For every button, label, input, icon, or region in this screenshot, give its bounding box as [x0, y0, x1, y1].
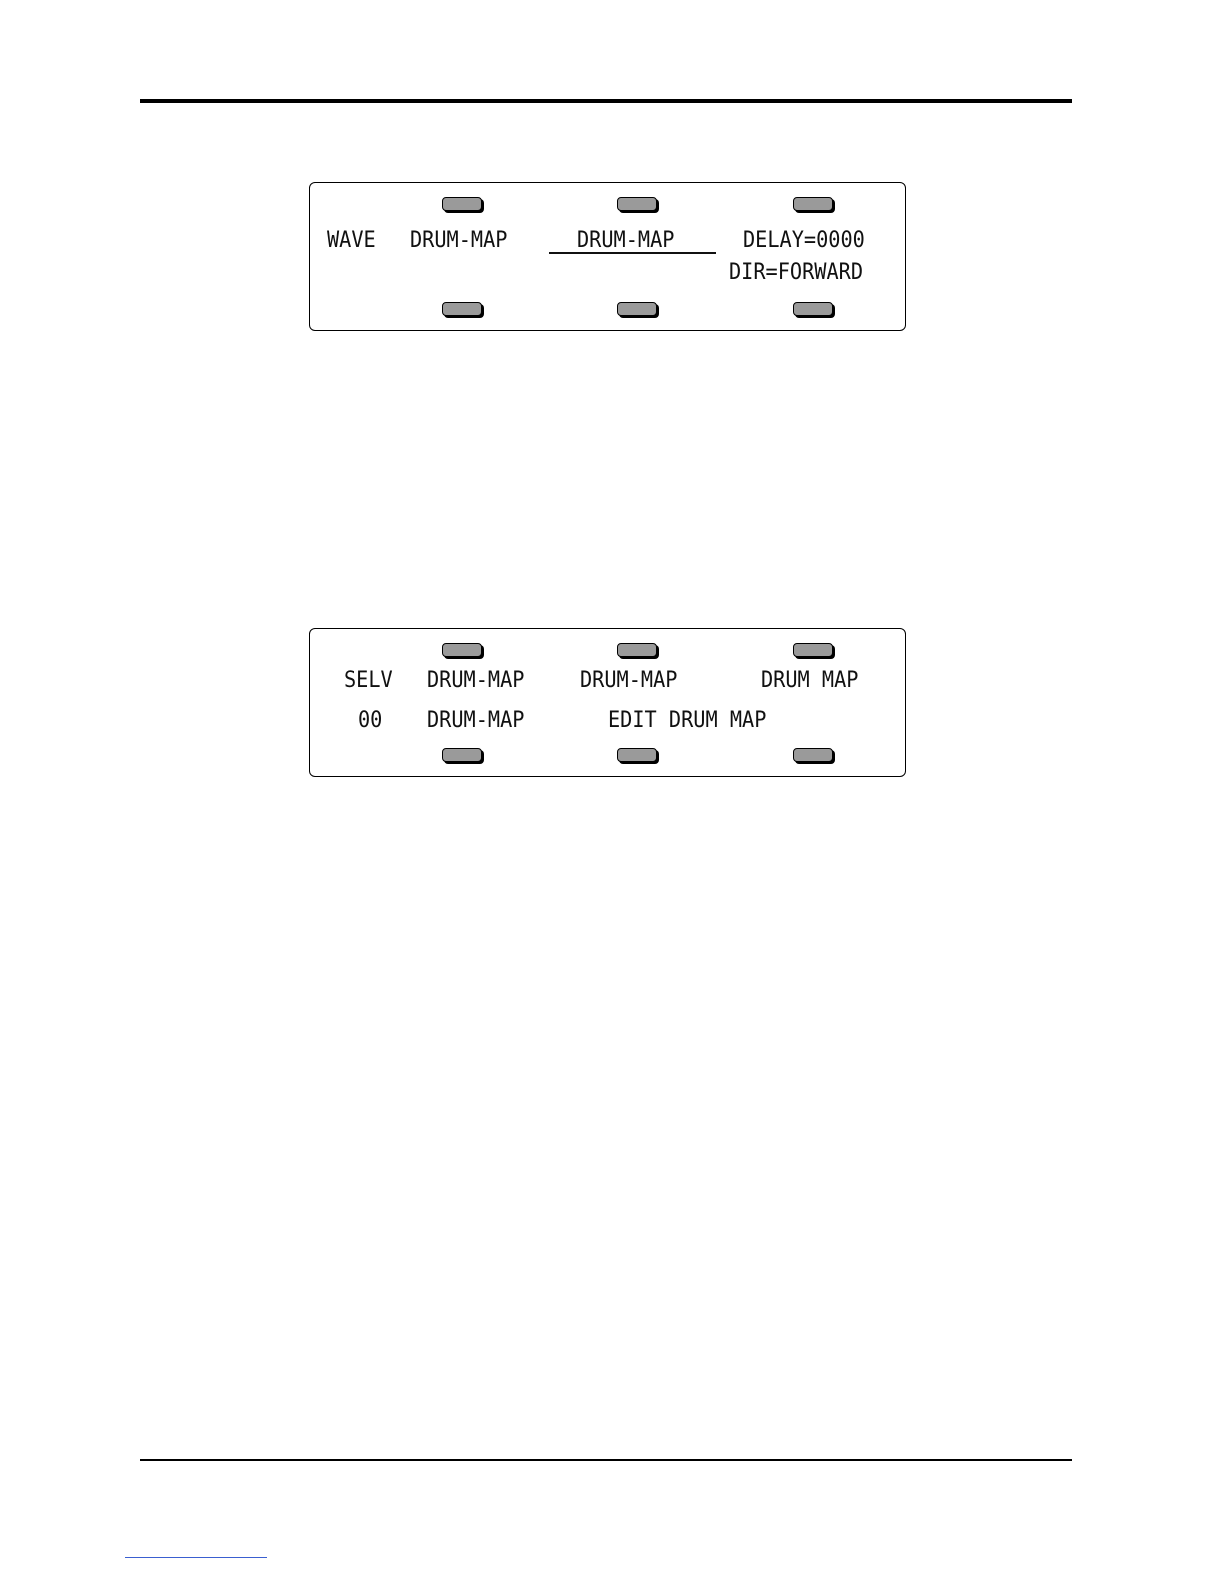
- lcd-top-label-1: DRUM-MAP: [427, 669, 524, 693]
- soft-button-bottom-3[interactable]: [793, 302, 833, 316]
- soft-button-bottom-2[interactable]: [617, 302, 657, 316]
- header-rule: [140, 99, 1072, 103]
- soft-button-top-2[interactable]: [617, 197, 657, 211]
- lcd-soft-label-1: DRUM-MAP: [410, 229, 507, 253]
- lcd-cursor-underline: [549, 252, 716, 254]
- lcd-bottom-label-1: DRUM-MAP: [427, 709, 524, 733]
- lcd-panel-wave-drum-map: WAVE DRUM-MAP DRUM-MAP DELAY=0000 DIR=FO…: [309, 182, 906, 331]
- soft-button-bottom-2[interactable]: [617, 748, 657, 762]
- lcd-label-wave: WAVE: [327, 229, 376, 253]
- soft-button-top-1[interactable]: [442, 197, 482, 211]
- lcd-top-label-3: DRUM MAP: [761, 669, 858, 693]
- lcd-panel-selv-drum-map: SELV DRUM-MAP DRUM-MAP DRUM MAP 00 DRUM-…: [309, 628, 906, 777]
- soft-button-top-3[interactable]: [793, 197, 833, 211]
- soft-button-bottom-1[interactable]: [442, 748, 482, 762]
- soft-button-bottom-3[interactable]: [793, 748, 833, 762]
- footer-link-underline[interactable]: [125, 1557, 267, 1558]
- lcd-selv-value: 00: [358, 709, 382, 733]
- lcd-soft-label-2: DRUM-MAP: [577, 229, 674, 253]
- soft-button-top-3[interactable]: [793, 643, 833, 657]
- lcd-direction-value: DIR=FORWARD: [729, 261, 863, 285]
- lcd-delay-value: DELAY=0000: [743, 229, 865, 253]
- lcd-label-selv: SELV: [344, 669, 393, 693]
- lcd-top-label-2: DRUM-MAP: [580, 669, 677, 693]
- soft-button-bottom-1[interactable]: [442, 302, 482, 316]
- soft-button-top-2[interactable]: [617, 643, 657, 657]
- soft-button-top-1[interactable]: [442, 643, 482, 657]
- footer-rule: [140, 1459, 1072, 1461]
- lcd-bottom-label-2: EDIT DRUM MAP: [608, 709, 766, 733]
